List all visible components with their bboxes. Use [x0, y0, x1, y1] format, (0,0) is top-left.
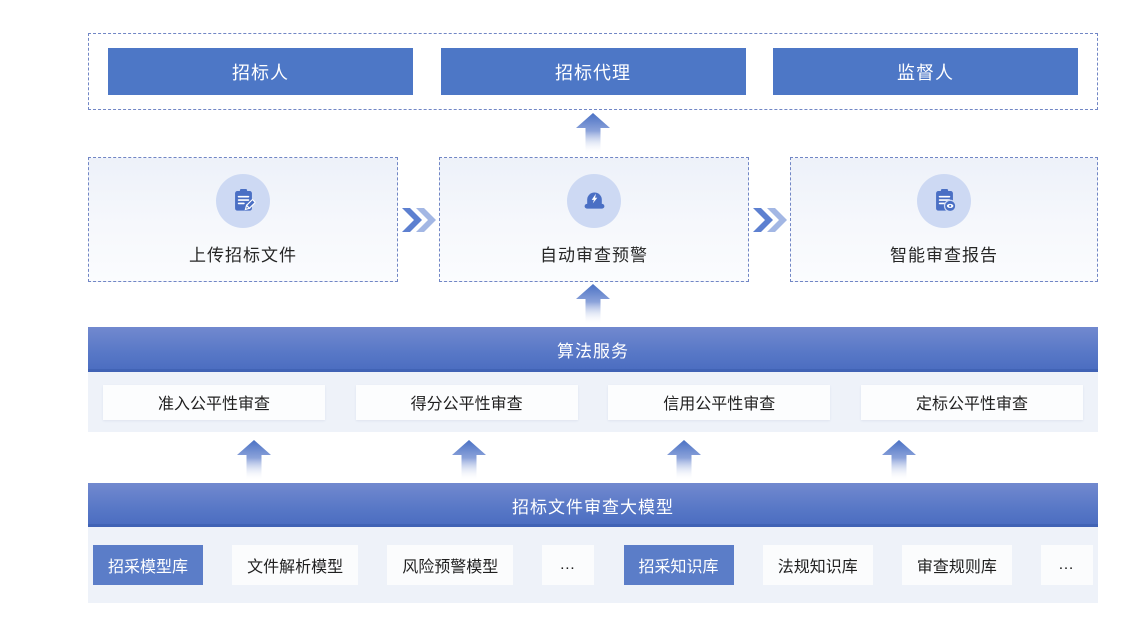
- algorithm-service-bar: 算法服务: [88, 327, 1098, 372]
- model-libraries-section: 招采模型库 文件解析模型 风险预警模型 … 招采知识库 法规知识库 审查规则库 …: [88, 527, 1098, 603]
- clipboard-edit-icon: [234, 189, 256, 211]
- model-to-services-arrows: [146, 440, 1006, 480]
- step-label: 上传招标文件: [189, 245, 297, 265]
- step-auto-review-warning: 自动审查预警: [439, 157, 749, 282]
- up-arrow-icon: [666, 440, 701, 480]
- service-credit-fairness-review: 信用公平性审查: [608, 384, 831, 420]
- stakeholder-supervisor: 监督人: [773, 48, 1078, 95]
- double-chevron-right-icon: [401, 207, 436, 232]
- up-arrow-icon: [576, 113, 610, 153]
- library-risk-warning-model: 风险预警模型: [387, 545, 514, 585]
- flow-connector: [749, 157, 790, 282]
- stakeholders-container: 招标人 招标代理 监督人: [88, 33, 1098, 110]
- up-arrow-icon: [881, 440, 916, 480]
- icon-circle: [567, 173, 621, 228]
- service-admission-fairness-review: 准入公平性审查: [103, 384, 325, 420]
- icon-circle: [917, 173, 971, 228]
- review-large-model-bar: 招标文件审查大模型: [88, 483, 1098, 527]
- step-label: 自动审查预警: [540, 245, 648, 265]
- double-chevron-right-icon: [752, 207, 787, 232]
- up-arrow-icon: [236, 440, 271, 480]
- review-large-model-block: 招标文件审查大模型 招采模型库 文件解析模型 风险预警模型 … 招采知识库 法规…: [88, 483, 1098, 603]
- up-arrow-icon: [451, 440, 486, 480]
- step-smart-review-report: 智能审查报告: [790, 157, 1098, 282]
- library-ellipsis: …: [542, 545, 595, 585]
- icon-circle: [216, 173, 270, 228]
- stakeholder-bidder: 招标人: [108, 48, 413, 95]
- flow-connector: [398, 157, 439, 282]
- up-arrow-icon: [576, 284, 610, 324]
- stakeholder-bidding-agent: 招标代理: [440, 48, 746, 95]
- library-procurement-knowledge-base: 招采知识库: [623, 545, 734, 585]
- library-review-rule-base: 审查规则库: [901, 545, 1012, 585]
- service-scoring-fairness-review: 得分公平性审查: [355, 384, 578, 420]
- library-procurement-model-library: 招采模型库: [93, 545, 204, 585]
- algorithm-service-block: 算法服务 准入公平性审查 得分公平性审查 信用公平性审查 定标公平性审查: [88, 327, 1098, 432]
- alarm-lightning-icon: [584, 192, 604, 209]
- service-award-fairness-review: 定标公平性审查: [860, 384, 1083, 420]
- process-row: 上传招标文件 自动审查预警: [88, 157, 1098, 282]
- algorithm-service-section: 准入公平性审查 得分公平性审查 信用公平性审查 定标公平性审查: [88, 372, 1098, 432]
- report-eye-icon: [935, 189, 956, 213]
- step-label: 智能审查报告: [890, 245, 998, 265]
- step-upload-bidding-documents: 上传招标文件: [88, 157, 398, 282]
- library-regulation-knowledge-base: 法规知识库: [762, 545, 873, 585]
- library-document-parsing-model: 文件解析模型: [232, 545, 359, 585]
- library-ellipsis: …: [1040, 545, 1093, 585]
